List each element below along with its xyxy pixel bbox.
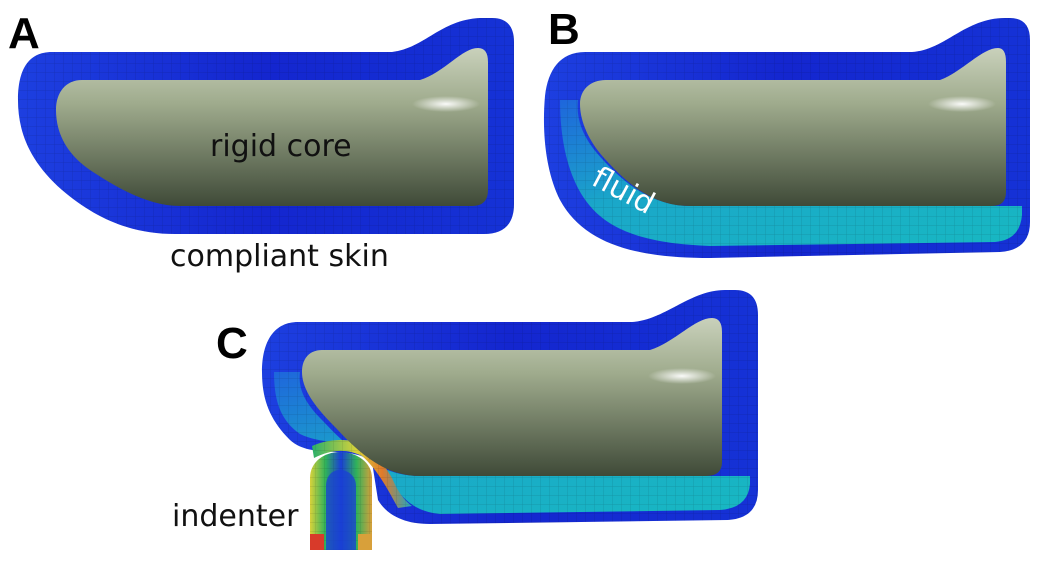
indenter-stress-left — [310, 534, 324, 550]
panel-c-indenter — [310, 452, 372, 550]
panel-a-skin-label: compliant skin — [170, 239, 389, 274]
indenter-core — [326, 470, 356, 550]
panel-a-core-highlight — [412, 96, 480, 112]
panel-b-letter: B — [548, 5, 580, 54]
panel-c-rigid-core — [302, 318, 722, 476]
panel-c-indenter-label: indenter — [172, 499, 299, 534]
panel-a: A rigid core compliant skin — [8, 9, 514, 274]
panel-c-letter: C — [216, 319, 248, 368]
indenter-stress-right — [358, 534, 372, 550]
panel-c-core-highlight — [648, 368, 716, 384]
panel-b: B fluid — [543, 5, 1030, 258]
panel-b-core-highlight — [928, 96, 996, 112]
panel-a-core-label: rigid core — [210, 129, 352, 164]
panel-b-rigid-core — [580, 48, 1006, 206]
panel-a-letter: A — [8, 9, 40, 58]
panel-c: C indenter — [172, 290, 758, 550]
panel-a-rigid-core — [56, 48, 488, 206]
